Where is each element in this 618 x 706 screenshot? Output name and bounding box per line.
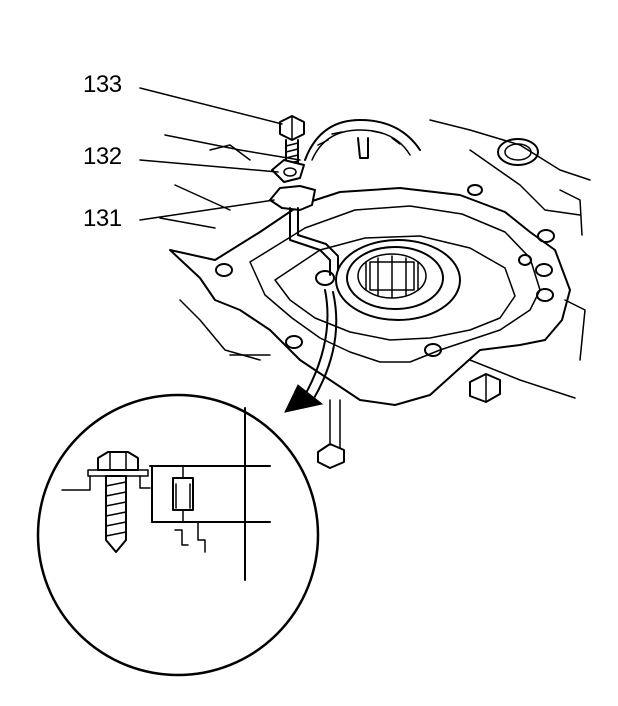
detail-callout-circle <box>36 393 320 677</box>
callout-label-133: 133 <box>83 71 122 98</box>
leader-lines <box>139 87 283 221</box>
gear-segment <box>304 119 421 161</box>
bolt-holes <box>215 184 555 357</box>
detail-arrow <box>284 289 338 413</box>
seal-ring <box>497 138 539 166</box>
callout-label-132: 132 <box>83 143 122 170</box>
washer-132 <box>271 159 305 183</box>
bracket-131 <box>269 185 339 276</box>
bearing <box>335 239 461 321</box>
housing-body <box>159 119 591 406</box>
callout-label-131: 131 <box>83 205 122 232</box>
housing-bolt <box>317 373 501 469</box>
